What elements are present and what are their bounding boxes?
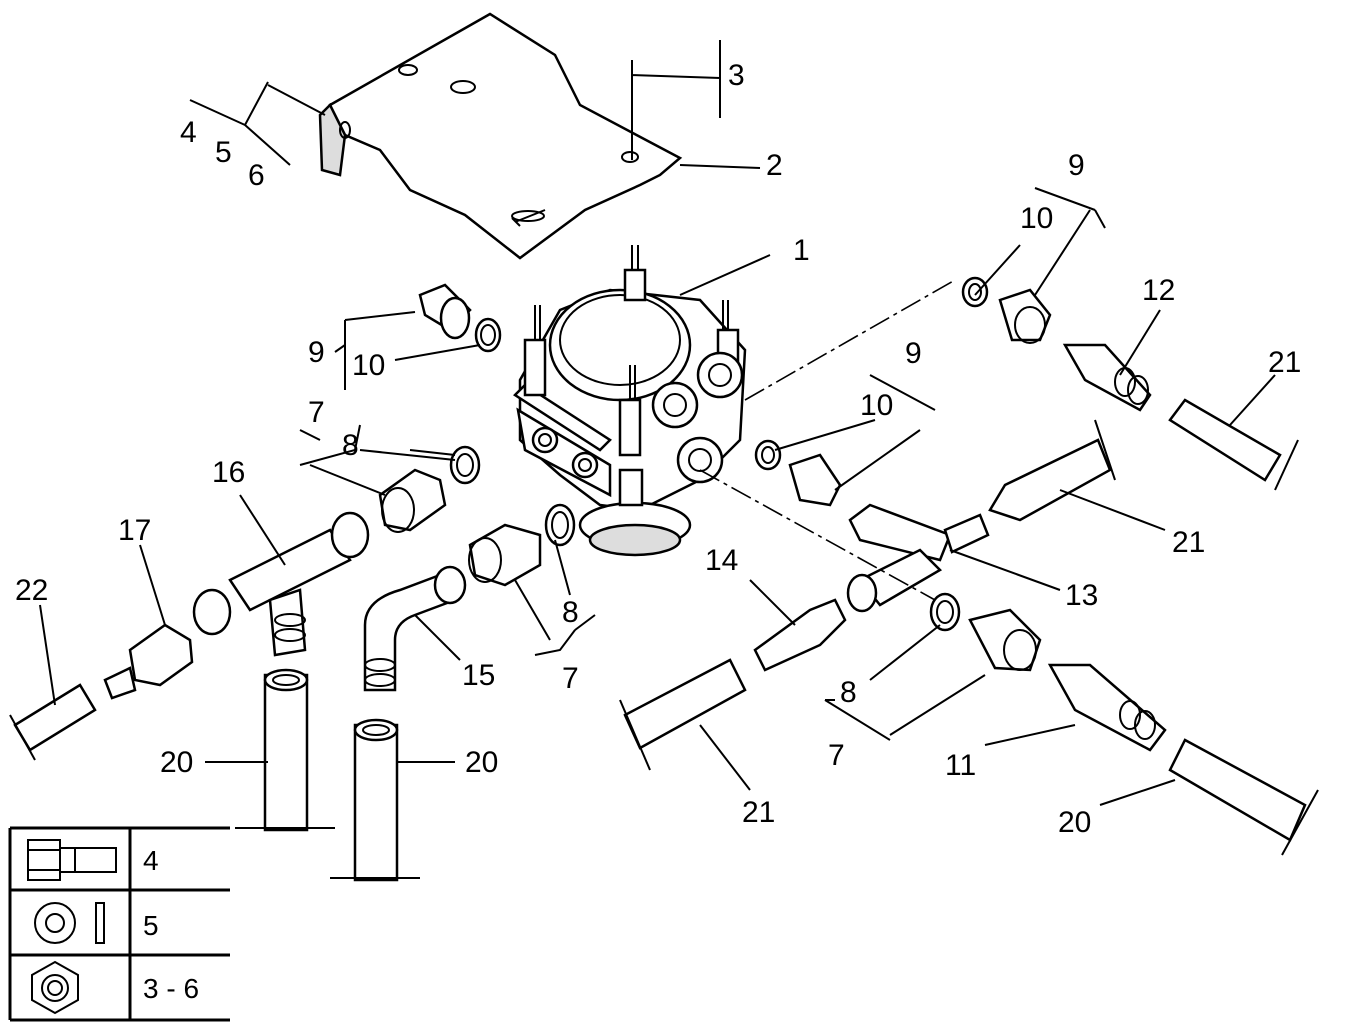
label-10-upper-right: 10 bbox=[1020, 202, 1053, 235]
label-16: 16 bbox=[212, 456, 245, 489]
label-8-lower-right: 8 bbox=[840, 676, 857, 709]
label-21-upper-right: 21 bbox=[1268, 346, 1301, 379]
label-10-right: 10 bbox=[860, 389, 893, 422]
label-13: 13 bbox=[1065, 579, 1098, 612]
nut-icon bbox=[31, 960, 79, 1015]
label-10-left: 10 bbox=[352, 349, 385, 382]
label-9-right: 9 bbox=[905, 337, 922, 370]
label-20-right: 20 bbox=[1058, 806, 1091, 839]
label-2: 2 bbox=[766, 149, 783, 182]
leader-lines bbox=[39, 40, 1276, 806]
mounting-bracket bbox=[318, 12, 683, 260]
washer-icon bbox=[34, 902, 105, 944]
elbow-fitting-15 bbox=[363, 565, 467, 692]
label-9-upper-right: 9 bbox=[1068, 149, 1085, 182]
legend-value-nut: 3 - 6 bbox=[143, 973, 199, 1004]
tube-21-upper-right bbox=[1168, 398, 1299, 491]
label-21-right: 21 bbox=[1172, 526, 1205, 559]
label-14: 14 bbox=[705, 544, 738, 577]
label-12: 12 bbox=[1142, 274, 1175, 307]
label-15: 15 bbox=[462, 659, 495, 692]
label-7-upper-left: 7 bbox=[308, 396, 325, 429]
adapter-14 bbox=[753, 598, 847, 672]
label-4: 4 bbox=[180, 116, 197, 149]
label-3: 3 bbox=[728, 59, 745, 92]
tube-21-middle-right bbox=[988, 419, 1116, 522]
fastener-legend-table: 4 5 3 - 6 bbox=[8, 826, 230, 1022]
label-20-left: 20 bbox=[160, 746, 193, 779]
label-7-lower-right: 7 bbox=[828, 739, 845, 772]
axis-line-upper bbox=[744, 279, 956, 401]
adapter-17 bbox=[103, 623, 194, 700]
fitting-upper-left bbox=[418, 283, 502, 353]
bolt-icon bbox=[27, 839, 117, 881]
tube-20-right bbox=[1168, 738, 1319, 856]
legend-value-washer: 5 bbox=[143, 910, 159, 941]
label-8-center: 8 bbox=[562, 596, 579, 629]
label-1: 1 bbox=[793, 234, 810, 267]
fitting-right-lower bbox=[929, 592, 1167, 752]
label-9-left: 9 bbox=[308, 336, 325, 369]
label-11: 11 bbox=[945, 749, 976, 782]
label-7-center: 7 bbox=[562, 662, 579, 695]
label-21-lower: 21 bbox=[742, 796, 775, 829]
relay-valve-body bbox=[513, 245, 747, 557]
label-5: 5 bbox=[215, 136, 232, 169]
label-8-upper-left: 8 bbox=[342, 429, 359, 462]
tee-fitting-16 bbox=[192, 511, 370, 657]
fitting-left-8-7 bbox=[378, 445, 576, 587]
tee-fitting-13 bbox=[846, 503, 990, 613]
fitting-right-middle bbox=[754, 439, 842, 507]
label-17: 17 bbox=[118, 514, 151, 547]
tube-22 bbox=[9, 683, 97, 761]
label-20-middle: 20 bbox=[465, 746, 498, 779]
label-22: 22 bbox=[15, 574, 48, 607]
tube-20-left bbox=[235, 668, 335, 832]
legend-value-bolt: 4 bbox=[143, 845, 159, 876]
fitting-upper-right bbox=[961, 276, 1152, 412]
tube-20-middle bbox=[330, 718, 420, 882]
tube-21-lower bbox=[619, 658, 747, 771]
label-6: 6 bbox=[248, 159, 265, 192]
axis-line-lower bbox=[699, 469, 936, 601]
